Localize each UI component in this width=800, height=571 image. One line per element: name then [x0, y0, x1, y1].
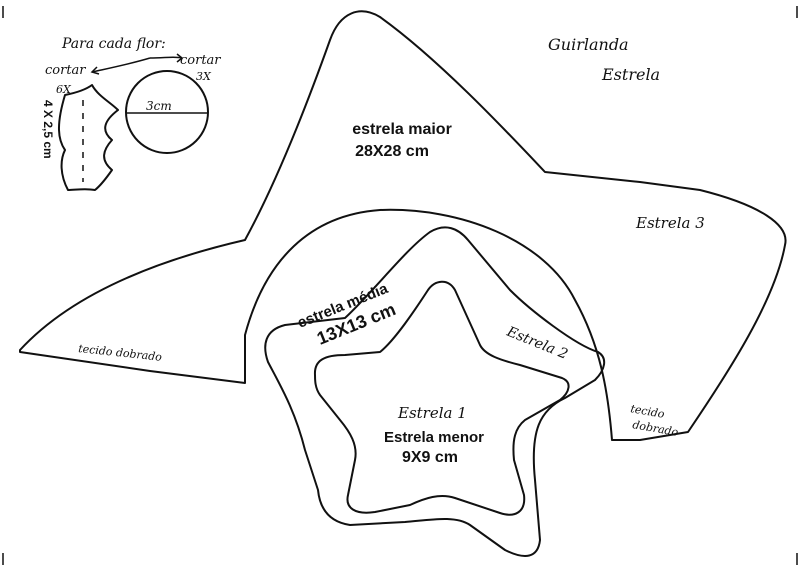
large-star-label: estrela maior: [352, 121, 452, 138]
pointer-arrow-right-head: [176, 53, 184, 63]
cut-right-label: cortar: [180, 53, 221, 68]
large-star-name: Estrela 3: [635, 214, 705, 232]
large-star-outline: [19, 10, 787, 441]
small-star-name: Estrela 1: [397, 404, 467, 422]
fold-label-left: tecido dobrado: [78, 342, 163, 364]
medium-star-name: Estrela 2: [504, 323, 571, 362]
petal-size-label: 4 X 2,5 cm: [41, 100, 55, 159]
title-line-2: Estrela: [601, 65, 660, 84]
fold-label-right-1: tecido: [629, 402, 665, 421]
pointer-arrow-left-head: [90, 66, 100, 75]
flower-note-header: Para cada flor:: [61, 36, 166, 52]
medium-star-outline: [264, 226, 606, 557]
large-star-size: 28X28 cm: [355, 143, 429, 160]
fold-label-right-2: dobrado: [631, 418, 679, 439]
circle-template: [125, 70, 209, 154]
petal-template: [58, 84, 119, 191]
small-star-outline: [313, 280, 570, 516]
small-star-size: 9X9 cm: [402, 449, 458, 466]
small-star-label: Estrela menor: [384, 429, 484, 446]
cut-right-count: 3X: [196, 70, 212, 83]
cut-left-label: cortar: [45, 63, 86, 78]
circle-size-label: 3cm: [146, 99, 172, 113]
pointer-arrow-left: [91, 57, 151, 73]
cut-left-count: 6X: [56, 83, 72, 96]
pointer-arrow-right: [149, 56, 183, 59]
corner-marks: [2, 6, 798, 565]
title-line-1: Guirlanda: [548, 35, 629, 54]
